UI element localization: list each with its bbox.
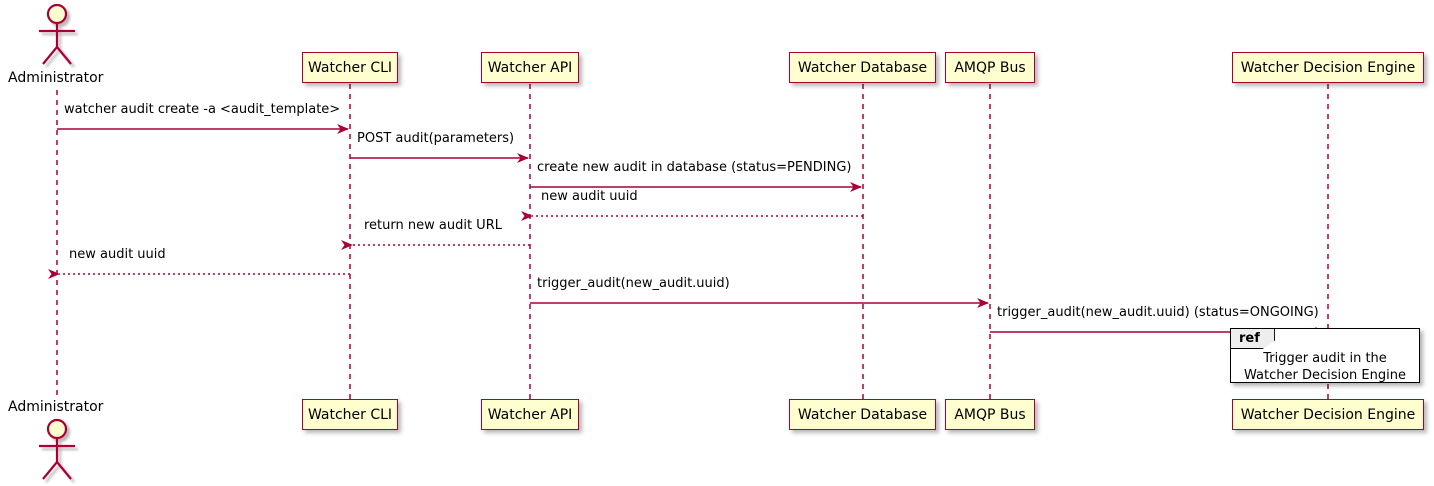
message-label-1: watcher audit create -a <audit_template> [64,102,341,117]
actor-glyph-administrator-bottom [39,418,75,480]
message-label-3: create new audit in database (status=PEN… [537,160,852,175]
message-label-4: new audit uuid [541,189,638,204]
ref-fragment-body-text: Trigger audit in the Watcher Decision En… [1244,351,1406,383]
message-label-7: trigger_audit(new_audit.uuid) [537,276,730,291]
ref-fragment-tab-label: ref [1231,329,1275,349]
participant-box-amqp-bus-bottom[interactable]: AMQP Bus [945,399,1035,430]
ref-fragment: ref Trigger audit in the Watcher Decisio… [1230,328,1420,383]
participant-box-watcher-api-bottom[interactable]: Watcher API [481,399,579,430]
message-label-6: new audit uuid [69,247,166,262]
participant-box-watcher-api-top[interactable]: Watcher API [481,52,579,83]
participant-box-watcher-database-bottom[interactable]: Watcher Database [789,399,936,430]
message-label-5: return new audit URL [364,218,502,233]
participant-box-amqp-bus-top[interactable]: AMQP Bus [945,52,1035,83]
message-arrows [48,124,1327,337]
participant-box-watcher-decision-engine-top[interactable]: Watcher Decision Engine [1232,52,1424,83]
actor-label-administrator-bottom: Administrator [8,399,104,415]
participant-box-watcher-database-top[interactable]: Watcher Database [789,52,936,83]
actor-label-administrator-top: Administrator [8,70,104,86]
participant-box-watcher-decision-engine-bottom[interactable]: Watcher Decision Engine [1232,399,1424,430]
actor-glyph-administrator-top [39,3,75,65]
message-label-2: POST audit(parameters) [357,131,515,146]
message-label-8: trigger_audit(new_audit.uuid) (status=ON… [997,305,1319,320]
participant-box-watcher-cli-bottom[interactable]: Watcher CLI [302,399,398,430]
lifelines [56,84,1329,399]
participant-box-watcher-cli-top[interactable]: Watcher CLI [302,52,398,83]
